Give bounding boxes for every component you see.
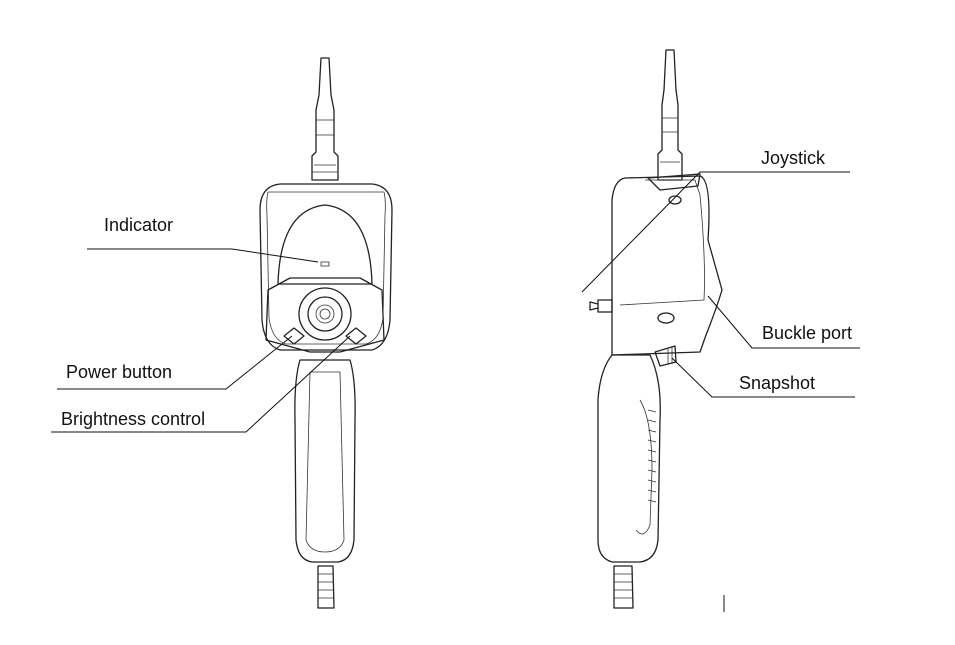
side-cable-tip xyxy=(613,565,634,609)
side-handle xyxy=(597,354,661,563)
front-cable-tip xyxy=(317,565,335,609)
joystick-leader xyxy=(581,171,850,293)
power-button-label: Power button xyxy=(66,362,173,382)
front-handle xyxy=(294,359,356,563)
joystick-shape xyxy=(647,173,701,191)
snapshot-leader xyxy=(671,357,855,398)
front-view-device xyxy=(259,57,393,609)
snapshot-trigger-shape xyxy=(654,345,677,367)
power-button-leader xyxy=(57,335,293,390)
front-face-panel xyxy=(277,204,373,285)
camera-ring xyxy=(298,287,352,341)
brightness-button-shape xyxy=(345,327,367,345)
front-body xyxy=(259,183,393,351)
power-button-shape xyxy=(283,327,305,345)
joystick-label: Joystick xyxy=(761,148,826,168)
buckle-port-shape xyxy=(657,312,675,324)
indicator-label: Indicator xyxy=(104,215,174,235)
snapshot-label: Snapshot xyxy=(739,373,816,393)
side-body xyxy=(611,175,723,356)
side-antenna xyxy=(657,49,683,181)
indicator-led xyxy=(320,261,330,267)
indicator-leader xyxy=(87,248,319,263)
front-antenna xyxy=(311,57,339,181)
brightness-control-leader xyxy=(51,335,351,433)
side-view-device xyxy=(589,49,725,612)
buckle-port-leader xyxy=(707,295,860,349)
buckle-port-label: Buckle port xyxy=(762,323,853,343)
brightness-control-label: Brightness control xyxy=(61,409,206,429)
